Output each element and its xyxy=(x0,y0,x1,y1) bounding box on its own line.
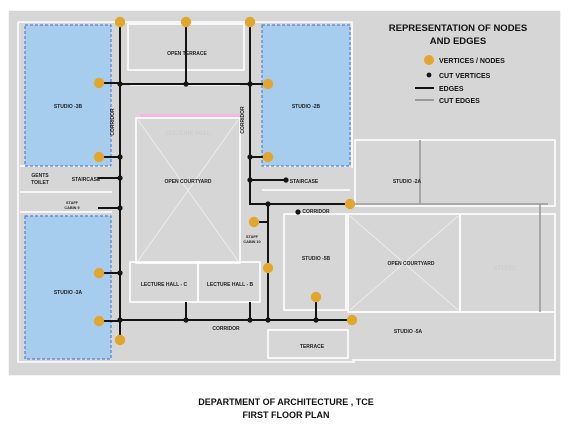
cut-vertex xyxy=(183,317,189,323)
studio-3a-block xyxy=(24,215,112,360)
label-open-courtyard-left: OPEN COURTYARD xyxy=(164,179,211,185)
vertex-node xyxy=(244,16,256,28)
label-corridor-mid: CORRIDOR xyxy=(240,106,246,134)
cut-vertex xyxy=(247,154,253,160)
vertex-node xyxy=(262,78,274,90)
cut-vertex xyxy=(117,205,123,211)
cut-vertex xyxy=(247,177,253,183)
vertex-node xyxy=(346,314,358,326)
studio-2b-block xyxy=(261,24,351,167)
caption-line-2: FIRST FLOOR PLAN xyxy=(243,410,330,420)
vertex-node xyxy=(248,216,260,228)
cut-vertex xyxy=(265,201,271,207)
diagram-title: REPRESENTATION OF NODES AND EDGES xyxy=(389,23,527,47)
label-staff-cabin-10-1: STAFF xyxy=(246,235,259,239)
courtyard-edge-highlight xyxy=(140,114,240,117)
studio-blocks xyxy=(24,24,351,360)
vertex-node xyxy=(114,334,126,346)
vertex-node xyxy=(114,16,126,28)
vertex-node xyxy=(93,315,105,327)
faded-label: LECTURE HALL xyxy=(166,131,211,137)
cut-vertex xyxy=(117,270,123,276)
cut-vertex xyxy=(295,209,301,215)
label-staff-cabin-9-1: STAFF xyxy=(66,201,79,205)
legend-vertex-swatch xyxy=(424,55,434,65)
caption-line-1: DEPARTMENT OF ARCHITECTURE , TCE xyxy=(198,397,374,407)
cut-vertex xyxy=(283,177,289,183)
label-terrace: TERRACE xyxy=(300,344,325,350)
label-studio-5b: STUDIO -5B xyxy=(302,256,331,262)
graph-edges xyxy=(98,21,353,341)
cut-vertex xyxy=(247,81,253,87)
legend-cut-vertex-swatch xyxy=(426,72,432,78)
label-corridor-left: CORRIDOR xyxy=(110,108,116,136)
legend: VERTICES / NODES CUT VERTICES EDGES CUT … xyxy=(415,55,505,105)
courtyard-diagonals xyxy=(137,119,459,311)
vertex-node xyxy=(310,291,322,303)
cut-vertex xyxy=(313,317,319,323)
label-studio-2a: STUDIO -2A xyxy=(393,179,422,185)
cut-vertex xyxy=(117,154,123,160)
room-labels: OPEN TERRACE STUDIO -3B STUDIO -2B GENTS… xyxy=(31,51,435,350)
label-staircase-left: STAIRCASE xyxy=(72,177,101,183)
label-studio-3b: STUDIO -3B xyxy=(54,104,83,110)
title-line-1: REPRESENTATION OF NODES xyxy=(389,23,527,34)
label-staff-cabin-10-2: CABIN 10 xyxy=(243,240,260,244)
label-open-courtyard-right: OPEN COURTYARD xyxy=(387,261,434,267)
vertex-node xyxy=(93,151,105,163)
label-staff-cabin-9-2: CABIN 9 xyxy=(64,206,79,210)
studio-3b-block xyxy=(24,24,112,167)
vertex-node xyxy=(180,16,192,28)
cut-vertex xyxy=(183,81,189,87)
cut-edges xyxy=(346,140,548,312)
vertex-node xyxy=(344,198,356,210)
cut-vertex xyxy=(117,175,123,181)
label-studio-3a: STUDIO -3A xyxy=(54,290,83,296)
vertex-node xyxy=(93,77,105,89)
label-gents-toilet-1: GENTS xyxy=(31,173,49,179)
label-lecture-hall-c: LECTURE HALL - C xyxy=(141,282,188,288)
vertex-node xyxy=(262,262,274,274)
label-gents-toilet-2: TOILET xyxy=(31,180,49,186)
vertex-node xyxy=(262,151,274,163)
graph-cut-vertices xyxy=(117,81,319,323)
label-corridor-upper: CORRIDOR xyxy=(302,209,330,215)
title-line-2: AND EDGES xyxy=(430,36,486,47)
plan-caption: DEPARTMENT OF ARCHITECTURE , TCE FIRST F… xyxy=(198,397,374,420)
label-corridor-lower: CORRIDOR xyxy=(212,326,240,332)
vertex-node xyxy=(93,267,105,279)
label-lecture-hall-b: LECTURE HALL - B xyxy=(207,282,254,288)
cut-vertex xyxy=(247,317,253,323)
graph-vertices xyxy=(93,16,358,346)
label-staircase-right: STAIRCASE xyxy=(290,179,319,185)
legend-vertices-label: VERTICES / NODES xyxy=(439,58,505,65)
cut-vertex xyxy=(265,317,271,323)
label-studio-5a: STUDIO -5A xyxy=(394,329,423,335)
legend-cut-edges-label: CUT EDGES xyxy=(439,98,480,105)
label-studio-2b: STUDIO -2B xyxy=(292,104,321,110)
corridor-labels: CORRIDOR CORRIDOR CORRIDOR CORRIDOR xyxy=(110,106,330,332)
legend-cut-vertices-label: CUT VERTICES xyxy=(439,73,491,80)
legend-edges-label: EDGES xyxy=(439,86,464,93)
faded-label-right: STUDIO xyxy=(494,266,517,272)
cut-vertex xyxy=(117,81,123,87)
label-open-terrace: OPEN TERRACE xyxy=(167,51,207,57)
cut-vertex xyxy=(117,317,123,323)
